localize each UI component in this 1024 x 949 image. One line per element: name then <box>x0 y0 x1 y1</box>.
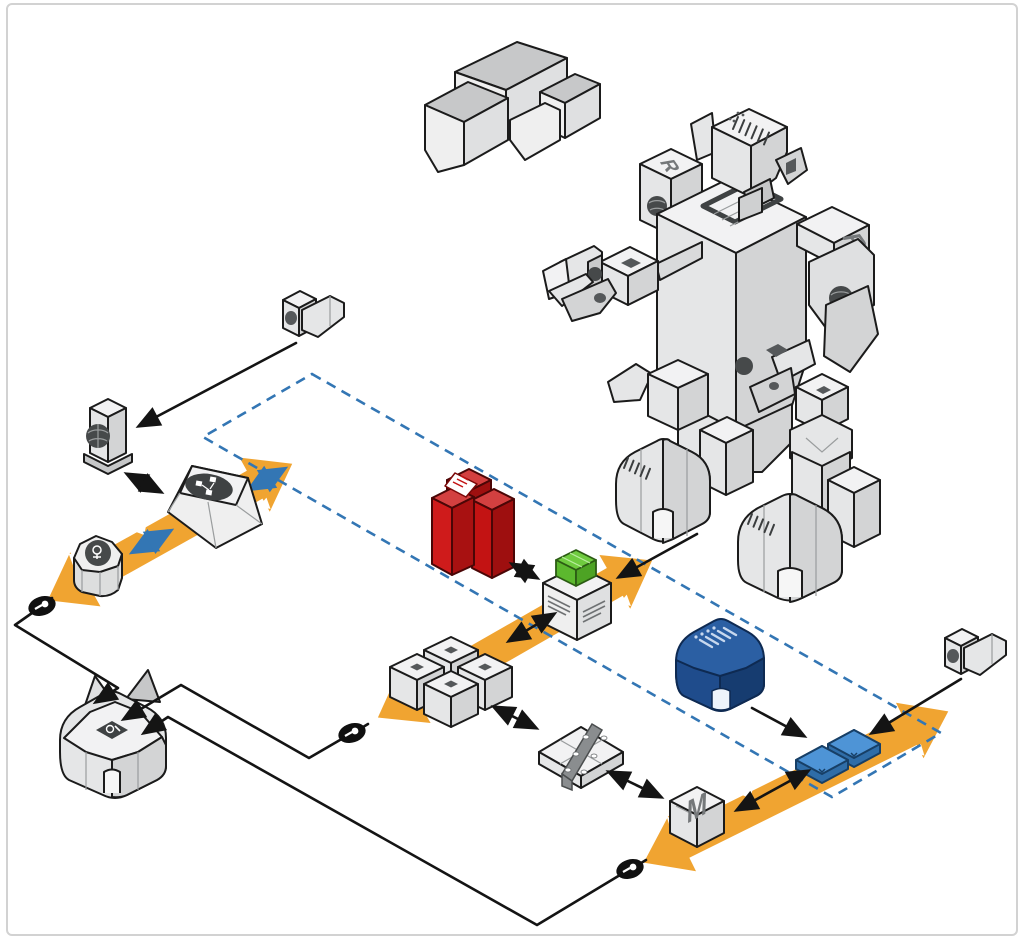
arrow-horn-to-band3 <box>868 677 963 736</box>
dashed-boundary <box>200 372 944 799</box>
red-registry-block <box>431 468 515 579</box>
dashed-arrow-lower <box>128 528 175 555</box>
arrow-tower-mound <box>123 472 165 494</box>
cloud <box>424 41 601 173</box>
workflow-mound <box>167 465 263 549</box>
m-letter: M <box>686 785 708 831</box>
arrow-key3-to-box <box>140 712 632 927</box>
left-foot-grill <box>623 457 651 480</box>
arrow-package-mblock <box>605 770 665 799</box>
green-box <box>555 549 597 587</box>
arrow-red-server <box>508 558 541 584</box>
blue-grill <box>698 626 738 649</box>
announcement-horn-right <box>944 628 1007 676</box>
blue-cluster-block <box>675 618 765 712</box>
head-grill <box>732 116 770 146</box>
right-foot-grill <box>747 513 775 536</box>
gear-icon <box>96 721 128 739</box>
arrow-horn-to-tower <box>135 341 298 428</box>
key-node-2 <box>338 722 366 744</box>
arrow-key1-to-box <box>13 604 120 705</box>
arrow-server-cubes <box>505 611 558 644</box>
key-node-3 <box>616 858 644 880</box>
giant-robot: R R <box>542 108 881 603</box>
left-shoulder-letter: R <box>654 158 685 174</box>
strapped-package <box>538 722 624 792</box>
arrow-cubes-package <box>490 705 540 730</box>
dashed-arrow-upper <box>245 465 289 493</box>
arrow-blue-to-tiles <box>750 706 808 738</box>
arrow-robot-to-band <box>615 532 699 579</box>
stitches <box>564 734 608 775</box>
arrow-mblock-tiles <box>733 769 812 812</box>
announcement-horn-left <box>282 290 345 338</box>
cube-cluster-2x2 <box>389 636 513 728</box>
cube-front <box>423 670 479 728</box>
hex-nut-node <box>73 535 123 598</box>
key-node-1 <box>28 595 56 617</box>
bulb-icon <box>85 540 111 566</box>
antenna-tower <box>83 398 133 475</box>
arrow-key2-to-box <box>120 683 354 760</box>
green-package-server <box>542 549 612 641</box>
m-letter-block: M <box>669 785 725 848</box>
document-icon <box>444 472 478 498</box>
workflow-icon <box>185 473 233 501</box>
